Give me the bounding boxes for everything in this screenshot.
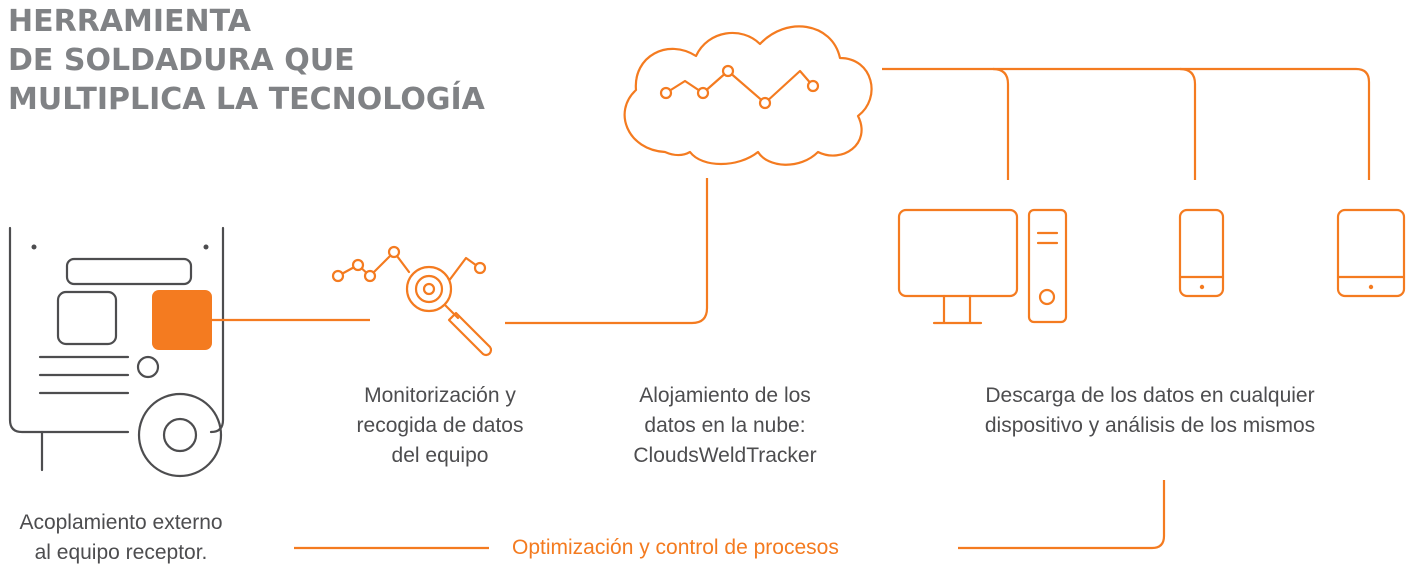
title-line-3: MULTIPLICA LA TECNOLOGÍA bbox=[8, 82, 485, 117]
step-monitor-label: Monitorización y recogida de datos del e… bbox=[320, 381, 560, 471]
step-cloud-line-3: CloudsWeldTracker bbox=[633, 444, 817, 467]
step-cloud-line-1: Alojamiento de los bbox=[639, 384, 811, 407]
smartphone-icon bbox=[1178, 208, 1225, 298]
step-cloud-label: Alojamiento de los datos en la nube: Clo… bbox=[590, 381, 860, 471]
title-line-2: DE SOLDADURA QUE bbox=[8, 43, 355, 78]
process-line bbox=[294, 480, 1166, 550]
step-download-line-2: dispositivo y análisis de los mismos bbox=[984, 414, 1316, 437]
process-optimization-label: Optimización y control de procesos bbox=[512, 536, 839, 559]
coupling-module bbox=[152, 290, 212, 350]
step-download-line-1: Descarga de los datos en cualquier bbox=[985, 384, 1315, 407]
cloud-chart-icon bbox=[623, 25, 873, 166]
tablet-icon bbox=[1336, 208, 1406, 298]
step-monitor-line-2: recogida de datos bbox=[356, 414, 524, 437]
step-monitor-line-3: del equipo bbox=[391, 444, 489, 467]
step-device-line-2: al equipo receptor. bbox=[34, 541, 208, 564]
page-title: HERRAMIENTA DE SOLDADURA QUE MULTIPLICA … bbox=[8, 2, 485, 119]
monitor-cloud-connector bbox=[505, 178, 709, 325]
step-cloud-line-2: datos en la nube: bbox=[644, 414, 806, 437]
step-device-line-1: Acoplamiento externo bbox=[19, 511, 223, 534]
step-monitor-line-1: Monitorización y bbox=[364, 384, 516, 407]
data-search-icon bbox=[331, 245, 493, 357]
welding-machine-icon bbox=[8, 226, 225, 478]
cloud-devices-connector bbox=[882, 67, 1371, 180]
desktop-computer-icon bbox=[897, 208, 1068, 325]
title-line-1: HERRAMIENTA bbox=[8, 4, 251, 39]
step-download-label: Descarga de los datos en cualquier dispo… bbox=[920, 381, 1380, 441]
step-device-label: Acoplamiento externo al equipo receptor. bbox=[6, 508, 236, 568]
